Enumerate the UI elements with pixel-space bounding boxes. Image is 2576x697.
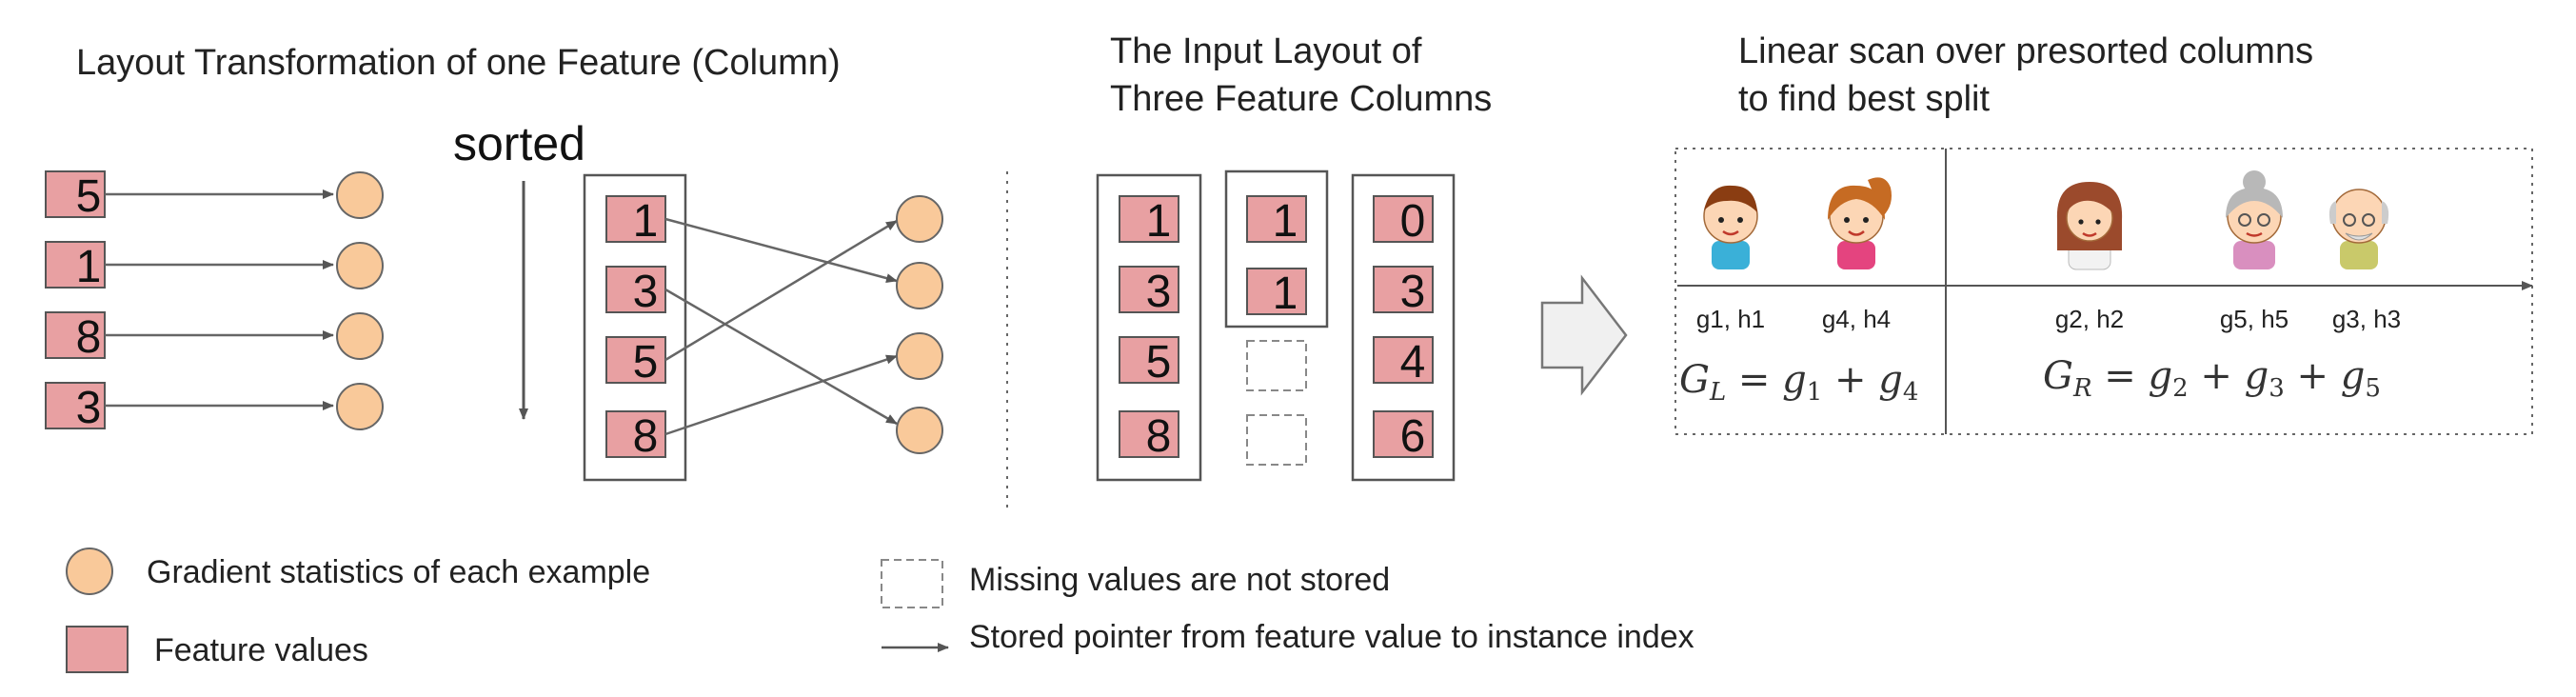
sorted-label: sorted [453, 117, 585, 170]
woman-icon [2056, 182, 2123, 270]
svg-text:0: 0 [1400, 196, 1426, 247]
feature-value-box: 4 [1373, 336, 1434, 388]
feature-value-box: 0 [1373, 195, 1434, 247]
legend-pointer: Stored pointer from feature value to ins… [969, 619, 1694, 655]
gradient-legend-icon [66, 548, 113, 595]
svg-text:3: 3 [1146, 267, 1172, 317]
gradient-circle [336, 171, 384, 219]
feature-column-1-values: 1 3 5 8 [1119, 195, 1179, 462]
missing-legend-icon [881, 559, 943, 608]
girl-icon [1828, 177, 1892, 269]
feature-column-3 [1351, 173, 1456, 482]
stat-label: g2, h2 [2055, 305, 2124, 333]
feature-column-2 [1224, 169, 1329, 329]
block-arrow-icon [1540, 274, 1628, 396]
missing-value-box [1246, 414, 1307, 466]
formula-left: GL = g1 + g4 [1679, 358, 1918, 407]
middle-panel-title-line2: Three Feature Columns [1110, 79, 1492, 119]
feature-value-box: 8 [45, 311, 106, 363]
svg-text:8: 8 [76, 312, 102, 363]
missing-value-box [1246, 340, 1307, 391]
svg-text:1: 1 [76, 242, 102, 292]
unsorted-column: 5 1 8 3 [45, 170, 106, 433]
gradient-circle [896, 332, 943, 380]
svg-text:3: 3 [633, 267, 659, 317]
feature-legend-icon [66, 626, 129, 673]
split-scan-box [1674, 148, 2533, 435]
stat-label: g4, h4 [1822, 305, 1891, 333]
gradient-circle [896, 407, 943, 454]
svg-text:3: 3 [76, 383, 102, 433]
feature-value-box: 3 [45, 382, 106, 433]
sorted-pointers [664, 217, 898, 436]
legend-feature: Feature values [154, 632, 368, 668]
svg-text:4: 4 [1400, 337, 1426, 388]
feature-value-box: 3 [1373, 266, 1434, 317]
feature-value-box: 1 [45, 241, 106, 292]
svg-text:3: 3 [1400, 267, 1426, 317]
feature-value-box: 1 [1246, 195, 1307, 247]
feature-column-3-values: 0 3 4 6 [1373, 195, 1434, 462]
feature-value-box: 1 [1119, 195, 1179, 247]
svg-text:1: 1 [633, 196, 659, 247]
stat-label: g5, h5 [2220, 305, 2289, 333]
gradient-circle [336, 383, 384, 430]
feature-value-box: 5 [605, 336, 666, 388]
svg-text:6: 6 [1400, 411, 1426, 462]
feature-column-1 [1096, 173, 1202, 482]
feature-value-box: 5 [1119, 336, 1179, 388]
svg-text:1: 1 [1273, 196, 1298, 247]
feature-value-box: 8 [1119, 410, 1179, 462]
feature-value-box: 1 [1246, 268, 1307, 319]
feature-value-box: 8 [605, 410, 666, 462]
formula-right: GR = g2 + g3 + g5 [2043, 354, 2381, 403]
gradient-circle [336, 242, 384, 289]
grandpa-icon [2328, 189, 2389, 269]
feature-value-box: 5 [45, 170, 106, 222]
gradient-circle [336, 312, 384, 360]
svg-text:8: 8 [1146, 411, 1172, 462]
left-panel-title: Layout Transformation of one Feature (Co… [76, 43, 841, 83]
feature-value-box: 3 [605, 266, 666, 317]
right-panel-title-line2: to find best split [1738, 79, 1990, 119]
sorted-block [583, 173, 687, 482]
svg-text:1: 1 [1146, 196, 1172, 247]
middle-panel-title-line1: The Input Layout of [1110, 31, 1422, 71]
stat-label: g3, h3 [2332, 305, 2401, 333]
legend-missing: Missing values are not stored [969, 562, 1390, 598]
gradient-circles-left [336, 171, 384, 430]
gradient-circle [896, 262, 943, 309]
right-panel-title-line1: Linear scan over presorted columns [1738, 31, 2313, 71]
unsorted-pointers [105, 189, 334, 410]
feature-value-box: 3 [1119, 266, 1179, 317]
grandma-icon [2226, 170, 2283, 269]
feature-value-box: 6 [1373, 410, 1434, 462]
gradient-circles-right [896, 195, 943, 454]
svg-text:5: 5 [76, 171, 102, 222]
feature-value-box: 1 [605, 195, 666, 247]
gradient-circle [896, 195, 943, 243]
svg-text:5: 5 [1146, 337, 1172, 388]
sorted-column: 1 3 5 8 [605, 195, 666, 462]
stat-label: g1, h1 [1696, 305, 1765, 333]
svg-text:5: 5 [633, 337, 659, 388]
svg-text:8: 8 [633, 411, 659, 462]
boy-icon [1703, 185, 1758, 269]
svg-text:1: 1 [1273, 269, 1298, 319]
feature-column-2-values: 1 1 [1246, 195, 1307, 319]
legend-gradient: Gradient statistics of each example [147, 554, 650, 590]
